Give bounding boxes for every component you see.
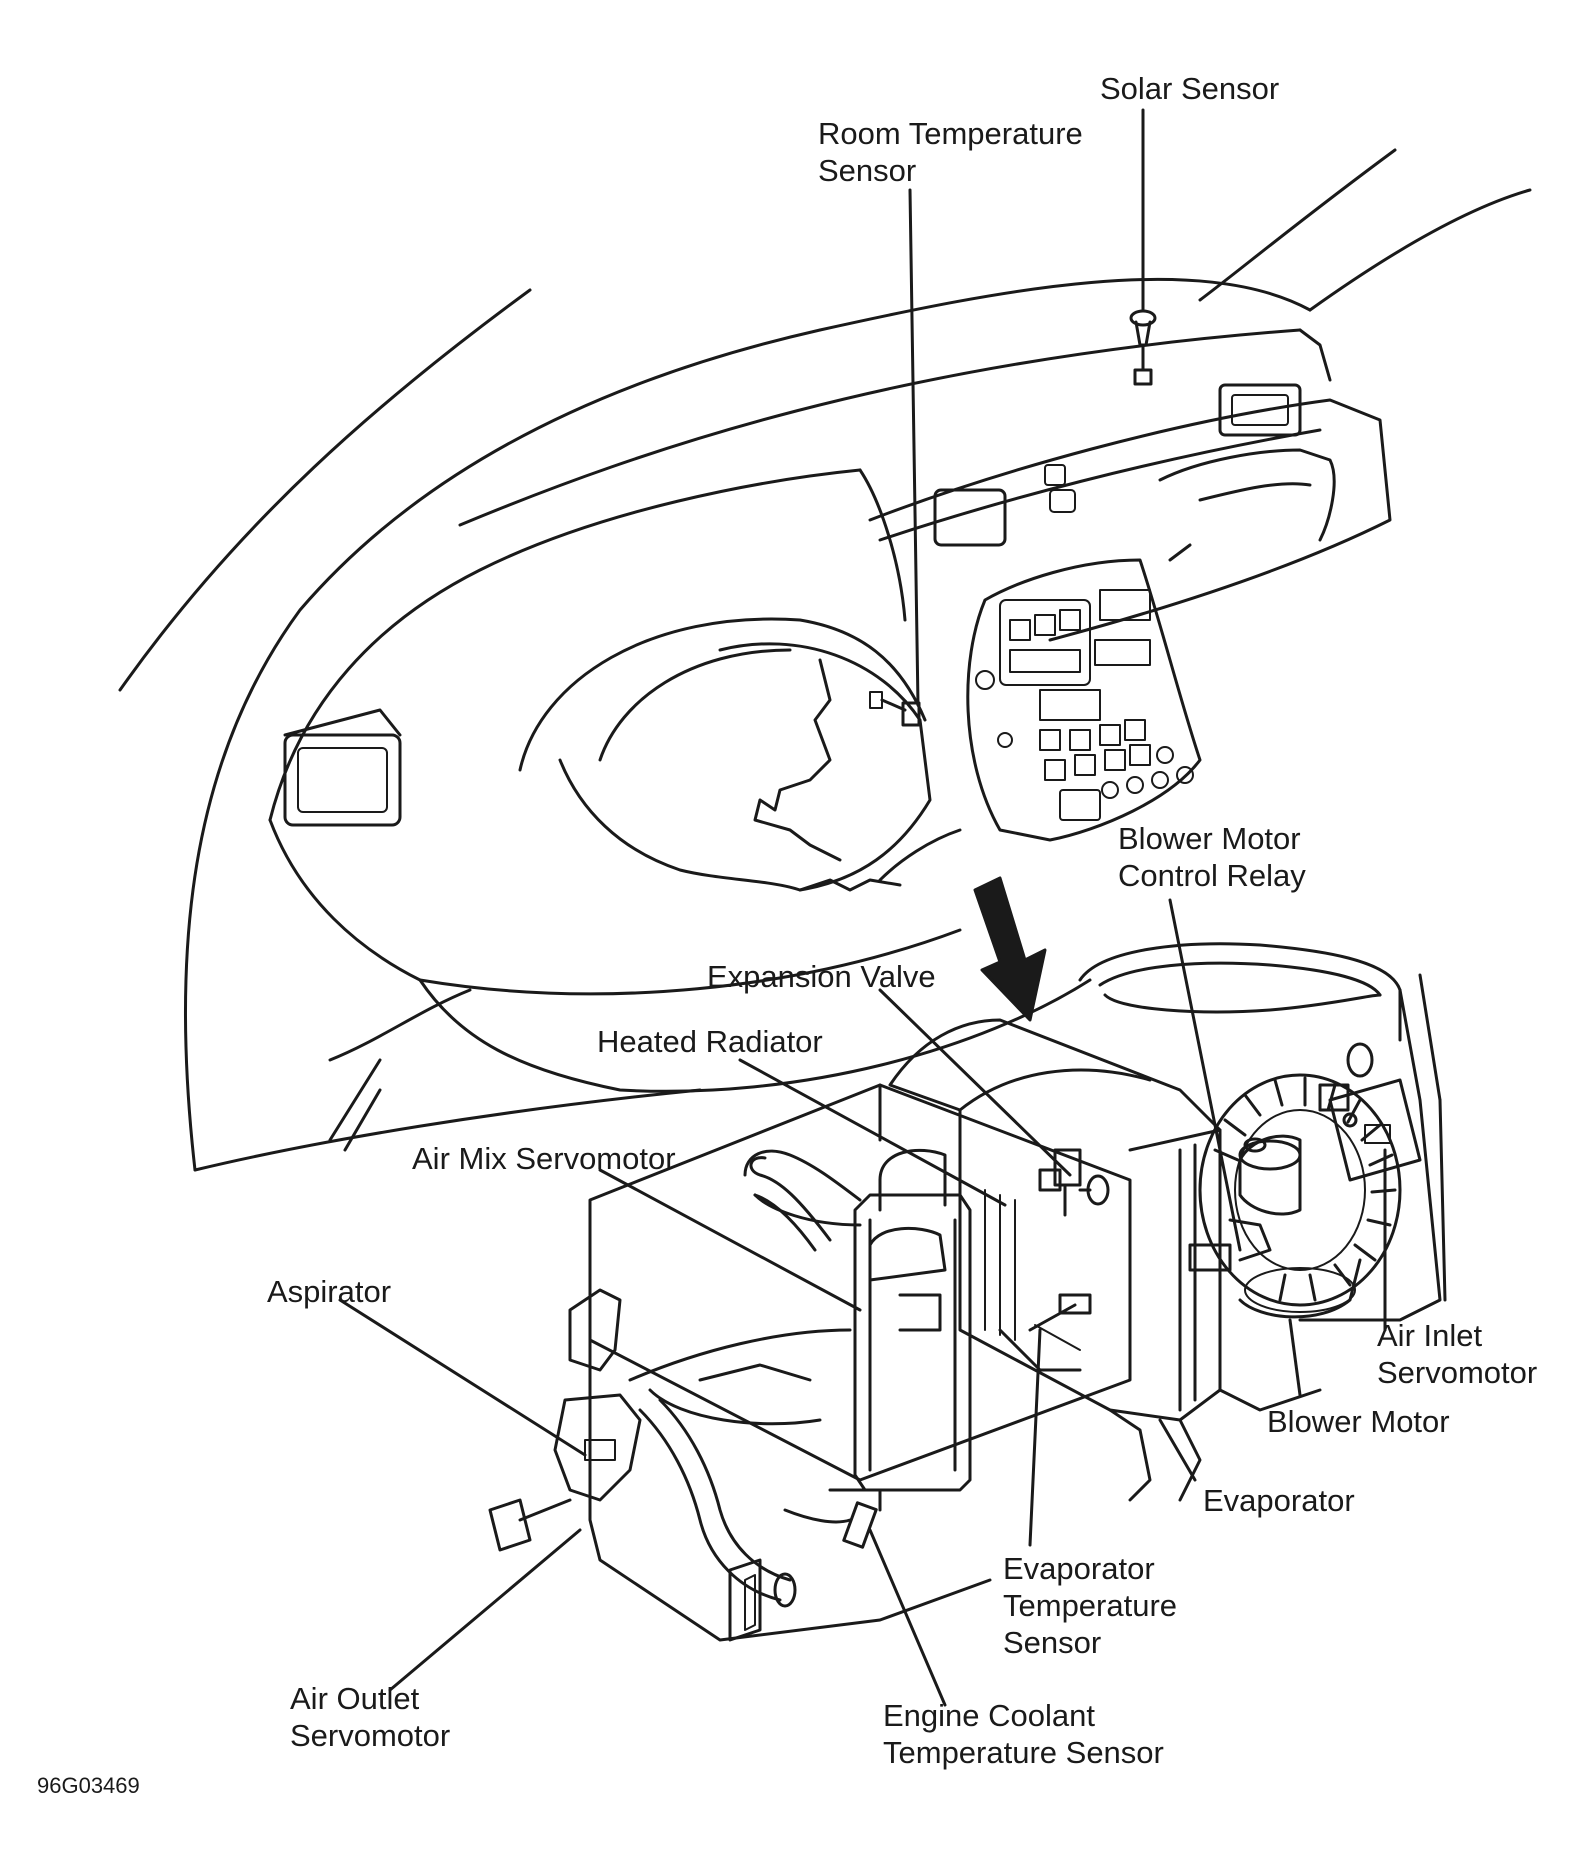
label-air-inlet-line2: Servomotor: [1377, 1355, 1538, 1390]
label-room-temperature-line1: Room Temperature: [818, 116, 1083, 151]
label-blower-relay-line1: Blower Motor: [1118, 821, 1301, 856]
label-evaporator: Evaporator: [1203, 1483, 1355, 1518]
label-room-temperature-line2: Sensor: [818, 153, 917, 188]
label-blower-motor-control-relay: Blower Motor Control Relay: [1118, 820, 1306, 894]
label-evap-temp-line2: Temperature: [1003, 1588, 1178, 1623]
label-air-inlet-servomotor: Air Inlet Servomotor: [1377, 1317, 1537, 1391]
label-air-mix-servomotor: Air Mix Servomotor: [412, 1141, 676, 1176]
label-air-inlet-line1: Air Inlet: [1377, 1318, 1483, 1353]
label-aspirator: Aspirator: [267, 1274, 392, 1309]
dashboard-drawing: [118, 148, 1532, 1172]
label-evaporator-temperature-sensor: Evaporator Temperature Sensor: [1003, 1550, 1177, 1661]
direction-arrow: [973, 876, 1047, 1022]
label-coolant-line2: Temperature Sensor: [883, 1735, 1164, 1770]
label-evap-temp-line1: Evaporator: [1003, 1551, 1155, 1586]
label-expansion-valve: Expansion Valve: [707, 959, 936, 994]
label-coolant-line1: Engine Coolant: [883, 1698, 1095, 1733]
figure-code: 96G03469: [37, 1773, 140, 1798]
label-room-temperature-sensor: Room Temperature Sensor: [818, 115, 1083, 189]
label-heated-radiator: Heated Radiator: [597, 1024, 823, 1059]
label-solar-sensor: Solar Sensor: [1100, 71, 1280, 106]
label-engine-coolant-temperature-sensor: Engine Coolant Temperature Sensor: [883, 1697, 1164, 1771]
label-evap-temp-line3: Sensor: [1003, 1625, 1102, 1660]
label-air-outlet-servomotor: Air Outlet Servomotor: [290, 1680, 450, 1754]
label-blower-relay-line2: Control Relay: [1118, 858, 1306, 893]
leader-lines: [338, 108, 1387, 1707]
hvac-unit-drawing: [488, 942, 1447, 1642]
label-air-outlet-line1: Air Outlet: [290, 1681, 420, 1716]
label-blower-motor: Blower Motor: [1267, 1404, 1450, 1439]
label-air-outlet-line2: Servomotor: [290, 1718, 451, 1753]
